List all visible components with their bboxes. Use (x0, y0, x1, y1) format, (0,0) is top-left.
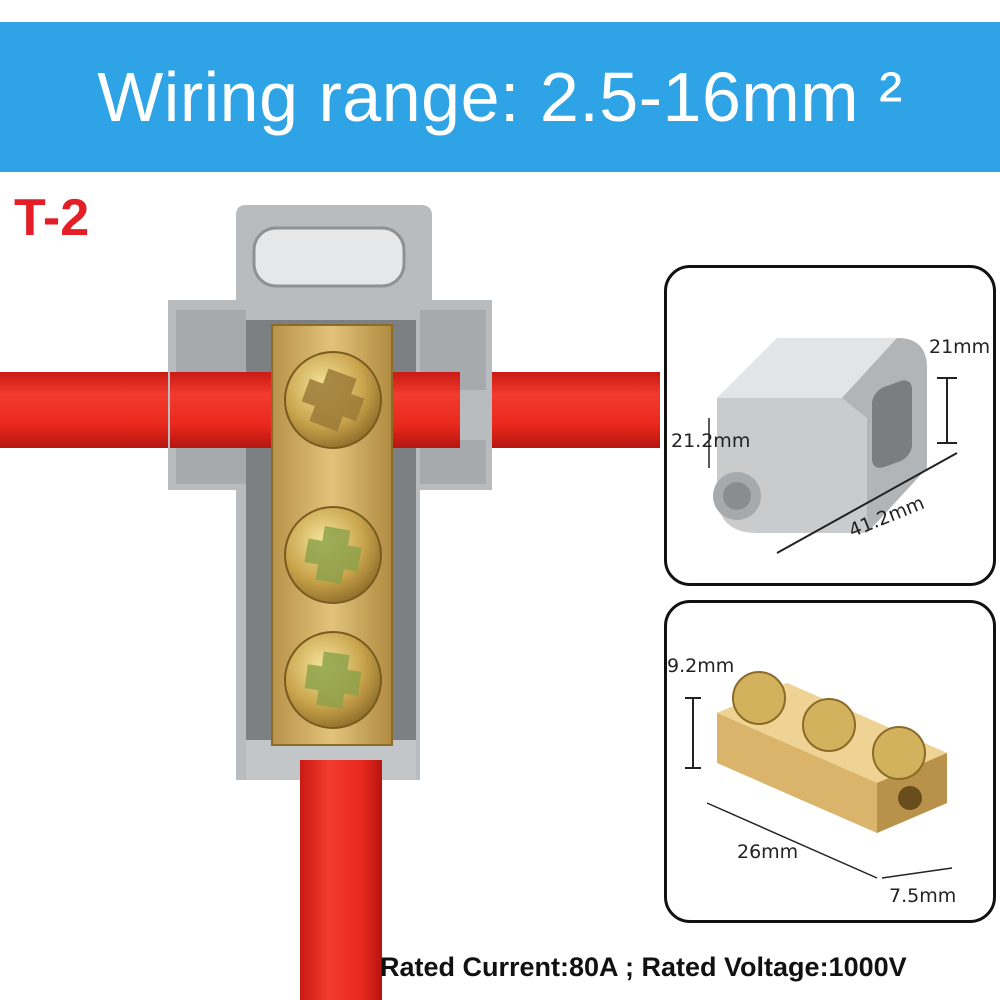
housing-width-label: 21.2mm (671, 430, 751, 452)
rated-specs-text: Rated Current:80A ; Rated Voltage:1000V (380, 952, 907, 982)
connector-main-photo (0, 205, 660, 1000)
brass-illustration (685, 671, 953, 879)
housing-illustration (708, 338, 958, 554)
housing-dimension-inset: 21mm 21.2mm 41.2mm (664, 265, 996, 586)
brass-height-label: 9.2mm (667, 655, 735, 677)
screw-middle (284, 506, 382, 604)
housing-height-label: 21mm (929, 336, 991, 358)
red-wire-left (0, 372, 200, 448)
brass-length-label: 26mm (737, 841, 799, 863)
title-banner: Wiring range: 2.5-16mm ² (0, 22, 1000, 172)
wiring-range-title: Wiring range: 2.5-16mm ² (97, 58, 903, 136)
brass-dimension-inset: 9.2mm 26mm 7.5mm (664, 600, 996, 923)
model-label: T-2 (14, 189, 90, 247)
screw-bottom (284, 631, 382, 729)
screw-top (284, 351, 382, 449)
brass-width-label: 7.5mm (889, 885, 957, 907)
